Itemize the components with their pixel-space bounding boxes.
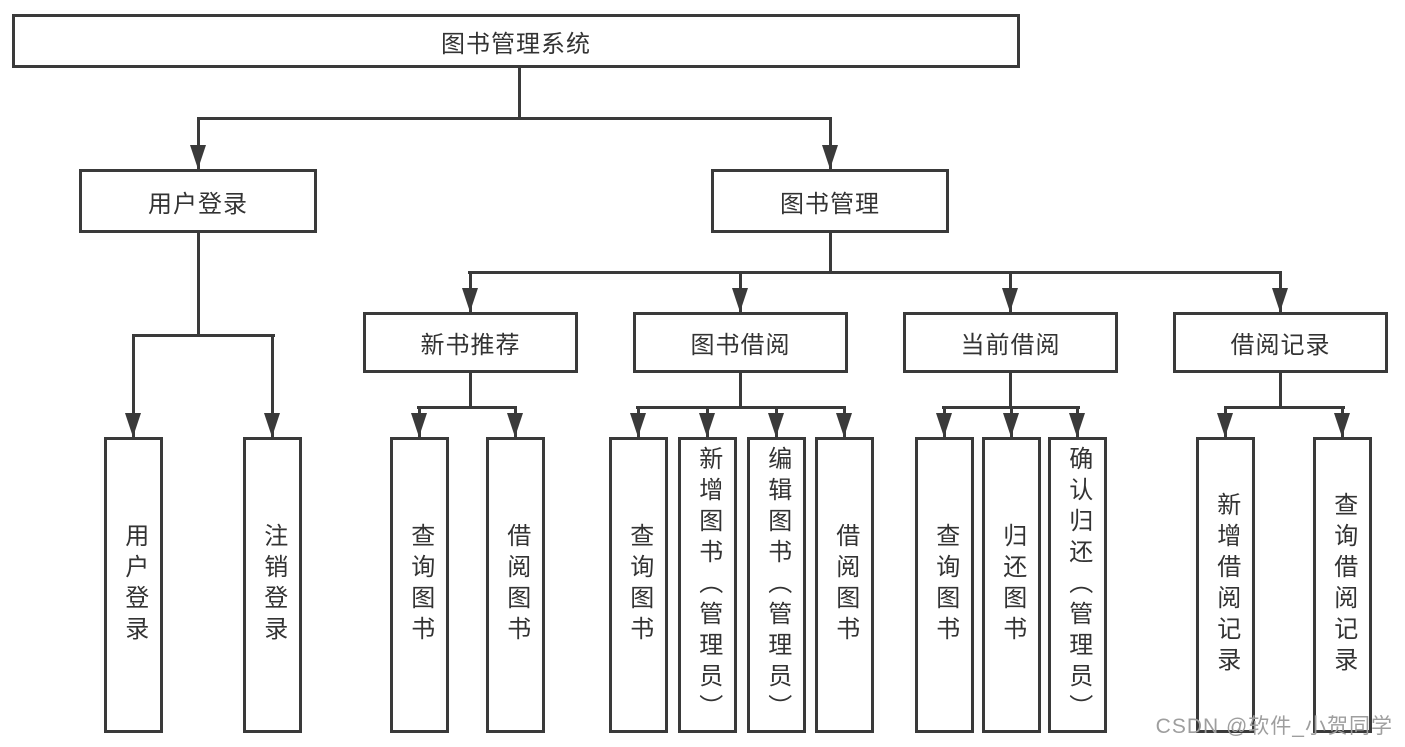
leaf-records-add-record: 新增借阅记录 [1196, 437, 1255, 733]
node-label: 用户登录 [148, 190, 248, 218]
connector-line [417, 406, 517, 409]
arrowhead-down-icon [462, 288, 478, 312]
leaf-label: 注销登录 [259, 523, 287, 647]
leaf-borrowing-borrow-books: 借阅图书 [815, 437, 874, 733]
connector-line [271, 334, 274, 437]
arrowhead-down-icon [1272, 288, 1288, 312]
arrowhead-down-icon [768, 413, 784, 437]
arrowhead-down-icon [822, 145, 838, 169]
connector-line [197, 117, 200, 169]
leaf-borrowing-add-books-admin: 新增图书（管理员） [678, 437, 737, 733]
leaf-label: 确认归还（管理员） [1064, 445, 1092, 725]
node-label: 当前借阅 [960, 332, 1061, 359]
leaf-label: 查询图书 [625, 523, 653, 647]
leaf-label: 归还图书 [998, 523, 1026, 647]
node-label: 新书推荐 [420, 332, 521, 359]
connector-line [197, 117, 832, 120]
arrowhead-down-icon [1334, 413, 1350, 437]
arrowhead-down-icon [1002, 288, 1018, 312]
watermark: CSDN @软件_小贺同学 [1155, 715, 1393, 738]
node-label: 借阅记录 [1230, 332, 1331, 359]
node-label: 图书管理 [780, 190, 880, 218]
node-book-borrowing: 图书借阅 [633, 312, 848, 373]
arrowhead-down-icon [732, 288, 748, 312]
connector-line [132, 334, 135, 437]
connector-line [829, 233, 832, 274]
node-book-management-system: 图书管理系统 [12, 14, 1020, 68]
arrowhead-down-icon [699, 413, 715, 437]
arrowhead-down-icon [1069, 413, 1085, 437]
leaf-logout: 注销登录 [243, 437, 302, 733]
node-user-login: 用户登录 [79, 169, 317, 233]
arrowhead-down-icon [507, 413, 523, 437]
leaf-label: 借阅图书 [502, 523, 530, 647]
connector-line [132, 334, 275, 337]
connector-line [829, 117, 832, 169]
arrowhead-down-icon [630, 413, 646, 437]
leaf-label: 新增图书（管理员） [694, 445, 722, 725]
leaf-current-confirm-return-admin: 确认归还（管理员） [1048, 437, 1107, 733]
connector-line [1224, 406, 1345, 409]
arrowhead-down-icon [125, 413, 141, 437]
connector-line [469, 373, 472, 409]
arrowhead-down-icon [411, 413, 427, 437]
leaf-label: 编辑图书（管理员） [763, 445, 791, 725]
arrowhead-down-icon [836, 413, 852, 437]
leaf-label: 借阅图书 [831, 523, 859, 647]
connector-line [739, 373, 742, 409]
leaf-user-login: 用户登录 [104, 437, 163, 733]
arrowhead-down-icon [264, 413, 280, 437]
leaf-recommend-borrow-books: 借阅图书 [486, 437, 545, 733]
node-new-book-recommend: 新书推荐 [363, 312, 578, 373]
arrowhead-down-icon [1003, 413, 1019, 437]
leaf-label: 查询借阅记录 [1329, 492, 1357, 678]
node-current-borrowing: 当前借阅 [903, 312, 1118, 373]
node-label: 图书借阅 [690, 332, 791, 359]
connector-line [468, 271, 1281, 274]
arrowhead-down-icon [1217, 413, 1233, 437]
node-borrowing-records: 借阅记录 [1173, 312, 1388, 373]
connector-line [1279, 373, 1282, 409]
leaf-current-query-books: 查询图书 [915, 437, 974, 733]
leaf-current-return-books: 归还图书 [982, 437, 1041, 733]
node-label: 图书管理系统 [441, 30, 591, 58]
node-book-management: 图书管理 [711, 169, 949, 233]
connector-line [197, 233, 200, 337]
connector-line [518, 68, 521, 120]
arrowhead-down-icon [936, 413, 952, 437]
arrowhead-down-icon [190, 145, 206, 169]
leaf-label: 用户登录 [120, 523, 148, 647]
leaf-borrowing-edit-books-admin: 编辑图书（管理员） [747, 437, 806, 733]
leaf-borrowing-query-books: 查询图书 [609, 437, 668, 733]
leaf-label: 查询图书 [931, 523, 959, 647]
leaf-label: 新增借阅记录 [1212, 492, 1240, 678]
leaf-recommend-query-books: 查询图书 [390, 437, 449, 733]
leaf-records-query-record: 查询借阅记录 [1313, 437, 1372, 733]
connector-line [1009, 373, 1012, 409]
leaf-label: 查询图书 [406, 523, 434, 647]
